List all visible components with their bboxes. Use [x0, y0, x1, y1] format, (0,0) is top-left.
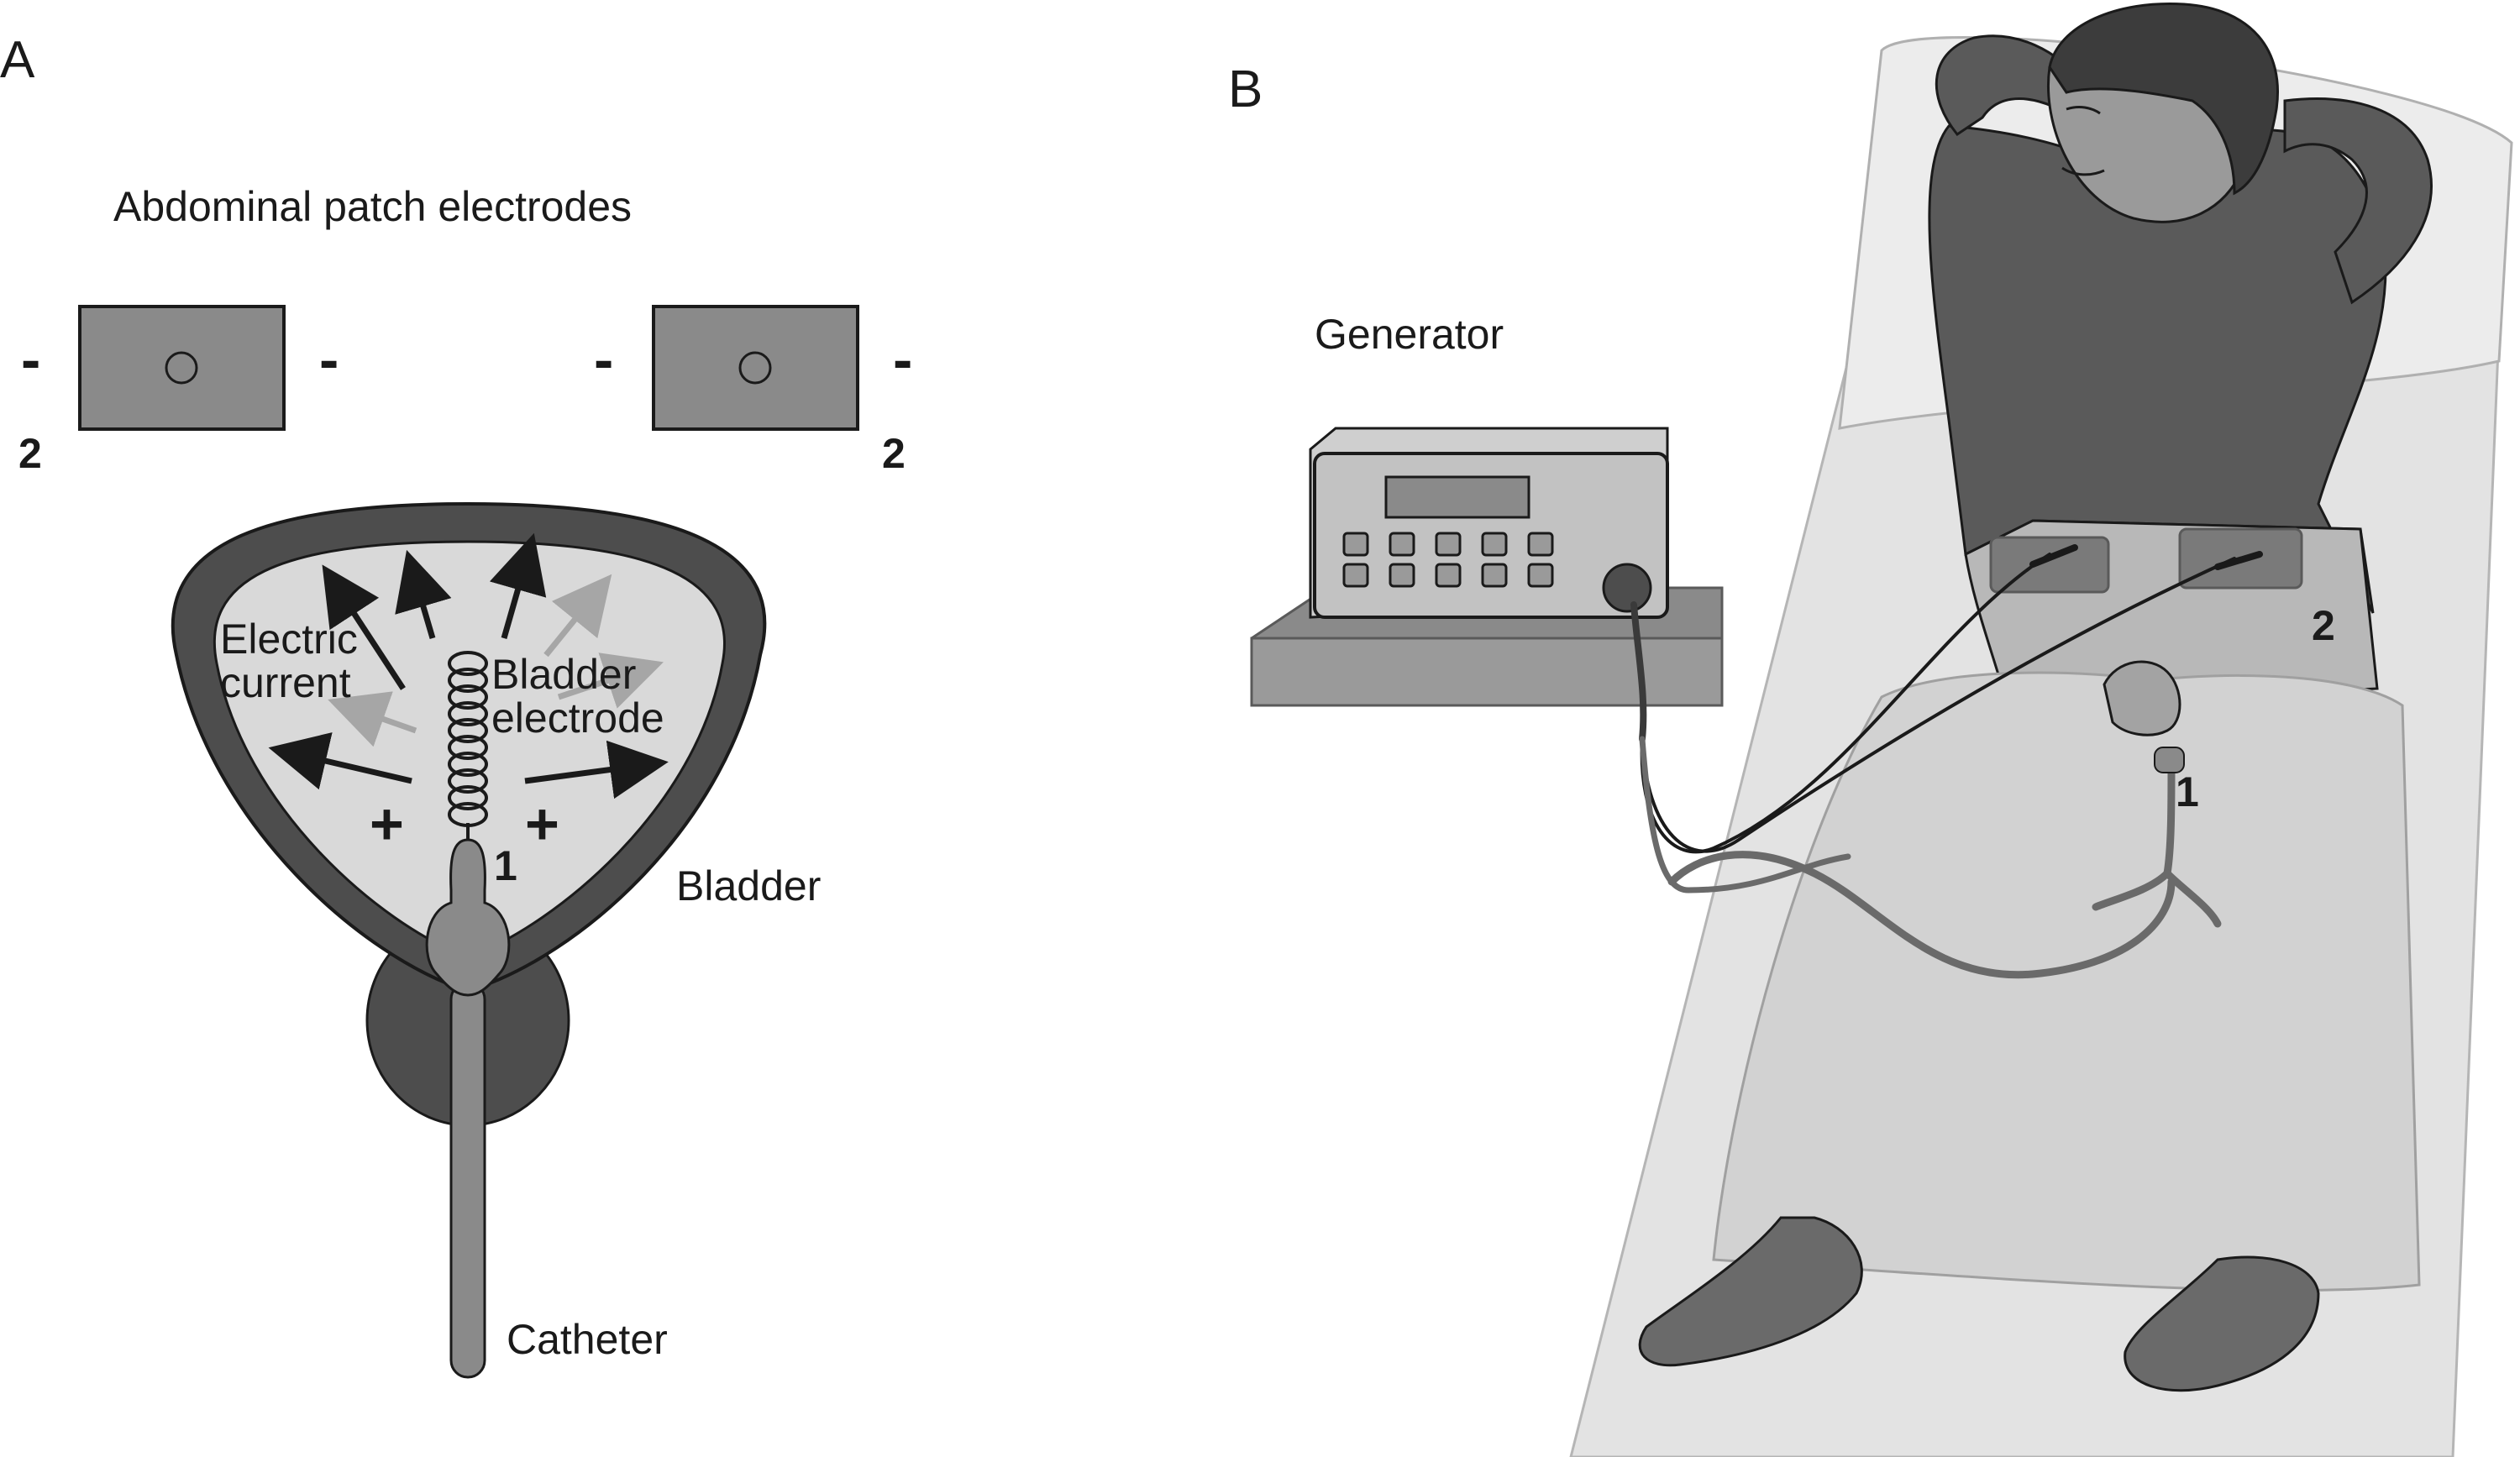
generator-output-jack: [1602, 563, 1652, 613]
panel-b-letter: B: [1228, 60, 1263, 118]
right-patch-label-2: 2: [882, 430, 906, 477]
right-patch-minus-outer: -: [893, 327, 912, 392]
generator-cables: [1630, 553, 2236, 894]
patient-right-arm: [2283, 97, 2433, 305]
left-patch-electrode: [78, 305, 286, 431]
bladder-label: Bladder: [676, 862, 821, 909]
left-patch-label-2: 2: [18, 430, 42, 477]
bladder-electrode-label-line1: Bladder: [491, 651, 636, 698]
genital-area: [2103, 660, 2181, 736]
catheter-tip: [2154, 747, 2185, 773]
generator-table-front: [1250, 637, 1724, 707]
generator-buttons: [1342, 532, 1554, 588]
electric-current-label-line1: Electric: [220, 616, 358, 663]
panel-a-letter: A: [0, 31, 35, 89]
right-patch-electrode: [652, 305, 859, 431]
electric-current-label-line2: current: [220, 659, 351, 706]
patch-label-2: 2: [2312, 602, 2335, 649]
patient-left-foot: [1638, 1216, 1863, 1367]
left-patch-minus-outer: -: [21, 327, 40, 392]
right-patch-minus-inner: -: [594, 327, 613, 392]
left-patch-minus-inner: -: [319, 327, 339, 392]
catheter: [425, 838, 511, 1379]
electric-current-arrows: [268, 532, 669, 799]
clip-left: [2029, 544, 2078, 568]
patient-right-foot: [2124, 1255, 2320, 1392]
panel-b: B Generator: [1228, 2, 2513, 1457]
panel-a: A Abdominal patch electrodes - - 2 - - 2: [0, 31, 912, 1379]
patient-head: [2047, 2, 2279, 223]
abdominal-patch-electrodes-title: Abdominal patch electrodes: [113, 183, 632, 230]
plus-left: +: [370, 791, 404, 857]
bladder-electrode-label-1: 1: [494, 842, 517, 889]
patch-electrode-left: [1989, 536, 2110, 594]
plus-right: +: [525, 791, 559, 857]
generator-display: [1384, 475, 1530, 519]
generator-device: [1309, 427, 1669, 619]
bladder-electrode-coil: [448, 651, 488, 840]
catheter-label-1: 1: [2176, 768, 2199, 815]
catheter-label: Catheter: [507, 1316, 668, 1363]
clip-right: [2214, 551, 2263, 570]
bladder-electrode-label-line2: electrode: [491, 694, 664, 742]
bladder-lumen: [213, 540, 726, 959]
generator-label: Generator: [1315, 311, 1504, 358]
urinary-catheter-b: [1667, 760, 2222, 979]
patient-left-arm: [1935, 34, 2085, 137]
